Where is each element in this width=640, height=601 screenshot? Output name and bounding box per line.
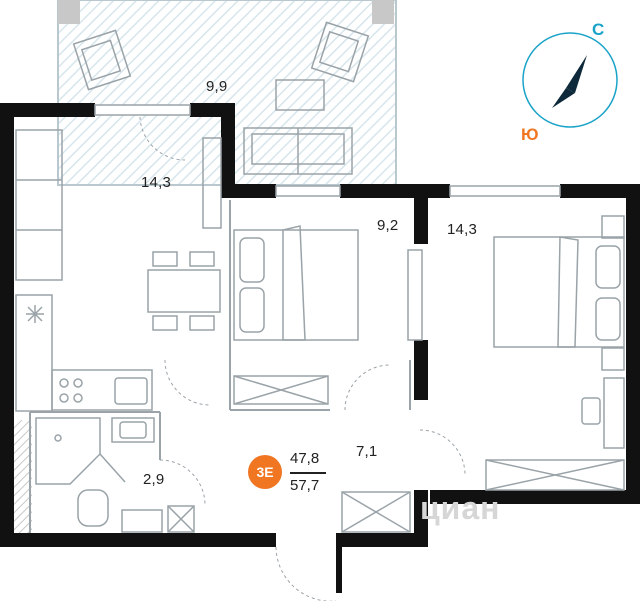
balcony-table bbox=[275, 79, 325, 111]
kitchen-furniture bbox=[15, 129, 222, 412]
room-label-kitchen: 14,3 bbox=[141, 174, 171, 191]
partitions bbox=[29, 200, 411, 533]
room-label-balcony: 9,9 bbox=[206, 78, 228, 95]
compass bbox=[522, 32, 618, 128]
watermark-logo: циан bbox=[420, 490, 501, 526]
bedroom-right-furniture bbox=[485, 215, 625, 491]
bedroom-middle-furniture bbox=[233, 225, 423, 405]
balcony-chair-right bbox=[310, 21, 370, 83]
apartment-badge: 3E bbox=[248, 455, 282, 489]
shaft-hatch bbox=[14, 420, 32, 540]
area-divider bbox=[290, 472, 326, 474]
balcony-sofa bbox=[243, 127, 353, 175]
room-label-hall: 7,1 bbox=[356, 443, 378, 460]
total-area: 57,7 bbox=[290, 477, 320, 494]
balcony-chair-left bbox=[72, 29, 132, 91]
walls bbox=[0, 103, 640, 593]
snowflake-icon bbox=[26, 305, 44, 323]
bathroom-furniture bbox=[35, 417, 195, 533]
windows bbox=[94, 104, 561, 197]
living-area: 47,8 bbox=[290, 450, 320, 467]
hall-wardrobe bbox=[341, 491, 411, 533]
compass-north-label: С bbox=[592, 20, 605, 39]
compass-south-label: Ю bbox=[521, 125, 539, 144]
room-label-bedroom-middle: 9,2 bbox=[377, 217, 399, 234]
room-label-bathroom: 2,9 bbox=[143, 471, 165, 488]
room-label-bedroom-right: 14,3 bbox=[447, 221, 477, 238]
